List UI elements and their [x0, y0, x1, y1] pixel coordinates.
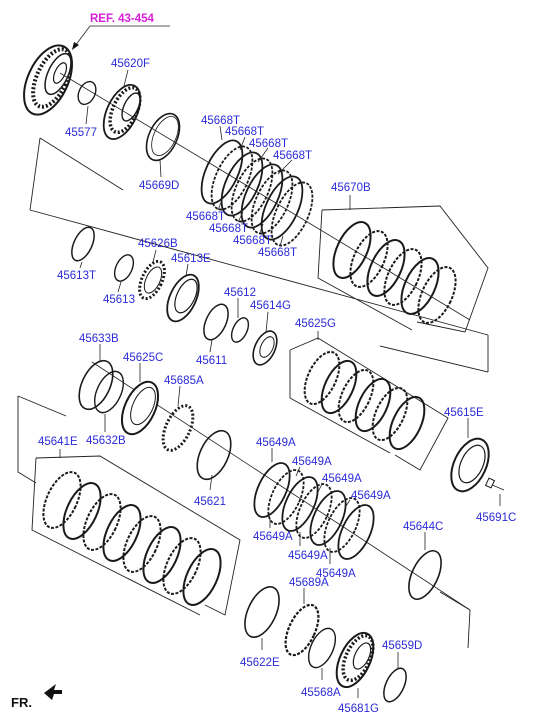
part-label-45669d[interactable]: 45669D	[139, 180, 179, 192]
part-label-45659d[interactable]: 45659D	[382, 640, 422, 652]
part-label-45649a-3[interactable]: 45649A	[322, 473, 362, 485]
part-label-45670b[interactable]: 45670B	[331, 182, 371, 194]
ring-45659d	[383, 667, 407, 703]
part-label-45689a[interactable]: 45689A	[289, 577, 329, 589]
ring-45612	[230, 317, 250, 343]
group-frame-45625g-top	[289, 337, 449, 471]
front-arrow-icon	[44, 684, 62, 700]
ring-45622e	[244, 586, 280, 638]
part-label-45626b[interactable]: 45626B	[138, 238, 178, 250]
part-label-45612[interactable]: 45612	[224, 287, 256, 299]
part-label-45614g[interactable]: 45614G	[250, 300, 291, 312]
bearing-45614g	[252, 330, 278, 366]
front-direction-indicator: FR.	[11, 684, 62, 710]
ring-45611	[203, 303, 229, 341]
gear-45681g	[335, 631, 375, 689]
clutch-pack-45670b	[332, 221, 457, 324]
part-label-45668t-6[interactable]: 45668T	[209, 223, 248, 235]
reference-leader	[74, 25, 91, 47]
part-label-45633b[interactable]: 45633B	[79, 333, 119, 345]
ring-45633b	[78, 359, 114, 411]
part-label-45641e[interactable]: 45641E	[38, 436, 78, 448]
group-frame-45641e-bottom	[31, 457, 201, 616]
part-label-45668t-7[interactable]: 45668T	[233, 235, 272, 247]
reference-label[interactable]: REF. 43-454	[90, 13, 155, 25]
piston-45613e	[166, 273, 200, 323]
part-label-45644c[interactable]: 45644C	[403, 521, 443, 533]
part-label-45668t-1[interactable]: 45668T	[201, 115, 240, 127]
part-label-45625c[interactable]: 45625C	[123, 352, 163, 364]
part-label-45620f[interactable]: 45620F	[111, 58, 150, 70]
ring-45621	[196, 429, 232, 481]
part-label-45613e[interactable]: 45613E	[171, 253, 211, 265]
reference-callout[interactable]: REF. 43-454	[72, 13, 170, 50]
part-label-45568a[interactable]: 45568A	[301, 687, 341, 699]
group-frame-45670b-bottom	[317, 209, 413, 331]
group-frame-45670b-top	[321, 205, 489, 333]
group-bracket-return	[379, 345, 489, 373]
part-label-45577[interactable]: 45577	[65, 127, 97, 139]
part-label-45685a[interactable]: 45685A	[164, 375, 204, 387]
hub-gear-45620f	[102, 84, 142, 140]
group-bracket-top	[39, 137, 124, 191]
part-label-45613t[interactable]: 45613T	[57, 270, 96, 282]
retainer-45615e	[450, 437, 490, 493]
ring-45613	[113, 254, 135, 282]
piston-45625c	[120, 380, 160, 436]
ring-45632b	[93, 370, 125, 414]
part-label-45615e[interactable]: 45615E	[444, 407, 484, 419]
part-label-45668t-8[interactable]: 45668T	[258, 247, 297, 259]
center-axis-upper	[59, 72, 471, 321]
group-bracket-45644c-right	[467, 609, 471, 649]
plate-45689a	[284, 603, 320, 657]
part-label-45649a-1[interactable]: 45649A	[256, 437, 296, 449]
group-bracket-bottom	[29, 209, 489, 336]
reference-arrowhead	[72, 42, 79, 50]
part-label-45613[interactable]: 45613	[103, 294, 135, 306]
input-gear-drum	[23, 44, 73, 116]
snap-ring-45577	[77, 80, 97, 106]
clutch-pack-45625g	[303, 350, 426, 451]
part-label-45622e[interactable]: 45622E	[240, 657, 280, 669]
part-label-45691c[interactable]: 45691C	[476, 512, 516, 524]
clutch-pack-45641e	[42, 471, 222, 606]
part-callouts: 45620F 45577 45669D 45668T 45668T 45668T…	[38, 58, 516, 715]
part-label-45649a-6[interactable]: 45649A	[288, 550, 328, 562]
part-label-45649a-4[interactable]: 45649A	[351, 490, 391, 502]
ring-45644c	[408, 550, 442, 600]
group-bracket-left	[29, 137, 41, 211]
part-label-45632b[interactable]: 45632B	[86, 435, 126, 447]
group-frame-45625g-bottom	[289, 350, 391, 454]
bolt-45691c	[484, 477, 505, 491]
ring-45669d	[145, 112, 181, 162]
part-label-45621[interactable]: 45621	[194, 496, 226, 508]
group-frame-45641e-left	[17, 396, 37, 484]
part-label-45625g[interactable]: 45625G	[295, 318, 336, 330]
group-frame-45641e-inner	[35, 455, 241, 616]
ring-45613t	[71, 226, 95, 262]
part-label-45668t-4[interactable]: 45668T	[273, 150, 312, 162]
part-label-45681g[interactable]: 45681G	[338, 703, 379, 715]
part-label-45649a-2[interactable]: 45649A	[292, 456, 332, 468]
part-label-45649a-5[interactable]: 45649A	[253, 531, 293, 543]
part-label-45668t-5[interactable]: 45668T	[186, 211, 225, 223]
spring-45685a	[161, 404, 195, 452]
part-label-45668t-3[interactable]: 45668T	[249, 138, 288, 150]
part-label-45611[interactable]: 45611	[196, 355, 227, 367]
front-direction-label: FR.	[11, 695, 32, 710]
group-frame-45641e-top	[17, 395, 67, 417]
part-label-45649a-7[interactable]: 45649A	[316, 568, 356, 580]
part-label-45668t-2[interactable]: 45668T	[225, 126, 264, 138]
ring-45568a	[307, 627, 337, 669]
group-bracket-45644c	[439, 591, 471, 611]
spring-45626b	[138, 259, 166, 301]
